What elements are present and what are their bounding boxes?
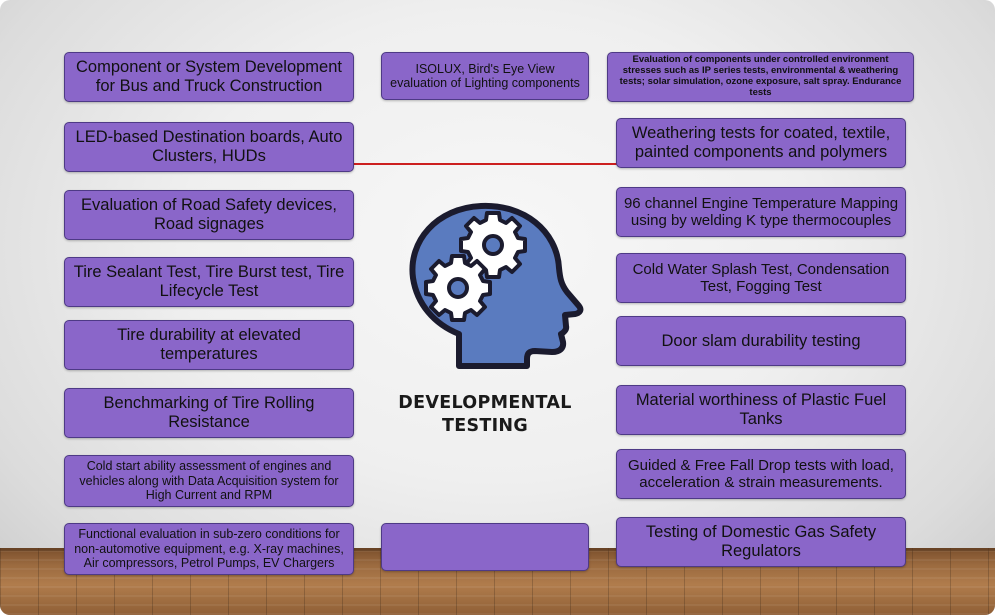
box-empty	[381, 523, 589, 571]
head-silhouette	[409, 202, 584, 369]
page-title: DEVELOPMENTAL TESTING	[384, 392, 586, 438]
box-cold-start-ability: Cold start ability assessment of engines…	[64, 455, 354, 507]
box-led-destination-boards: LED-based Destination boards, Auto Clust…	[64, 122, 354, 172]
box-sub-zero-evaluation: Functional evaluation in sub-zero condit…	[64, 523, 354, 575]
box-tire-durability: Tire durability at elevated temperatures	[64, 320, 354, 370]
title-line-2: TESTING	[441, 415, 529, 436]
box-tire-rolling-resistance: Benchmarking of Tire Rolling Resistance	[64, 388, 354, 438]
box-weathering-tests: Weathering tests for coated, textile, pa…	[616, 118, 906, 168]
box-isolux-evaluation: ISOLUX, Bird's Eye View evaluation of Li…	[381, 52, 589, 100]
head-with-gears-icon	[409, 202, 584, 369]
box-plastic-fuel-tanks: Material worthiness of Plastic Fuel Tank…	[616, 385, 906, 435]
box-engine-temperature-mapping: 96 channel Engine Temperature Mapping us…	[616, 187, 906, 237]
title-line-1: DEVELOPMENTAL	[398, 393, 572, 413]
box-drop-tests: Guided & Free Fall Drop tests with load,…	[616, 449, 906, 499]
box-cold-water-splash: Cold Water Splash Test, Condensation Tes…	[616, 253, 906, 303]
box-tire-sealant-test: Tire Sealant Test, Tire Burst test, Tire…	[64, 257, 354, 307]
box-road-safety-devices: Evaluation of Road Safety devices, Road …	[64, 190, 354, 240]
box-component-development: Component or System Development for Bus …	[64, 52, 354, 102]
connector-line	[352, 163, 620, 165]
box-environment-stresses: Evaluation of components under controlle…	[607, 52, 914, 102]
box-gas-safety-regulators: Testing of Domestic Gas Safety Regulator…	[616, 517, 906, 567]
box-door-slam: Door slam durability testing	[616, 316, 906, 366]
